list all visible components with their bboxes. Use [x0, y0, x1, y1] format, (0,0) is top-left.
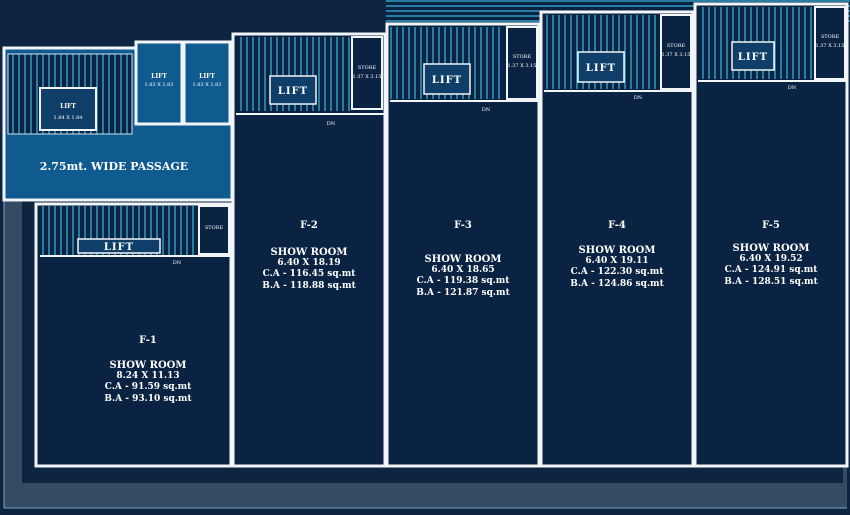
lift-c-label: LIFT [199, 73, 215, 80]
f2-store-label: STORE [358, 65, 377, 71]
f2-id: F-2 [300, 220, 318, 231]
f3-dn-label: DN [482, 107, 491, 113]
f5-dn-label: DN [788, 85, 797, 91]
f5-store-label: STORE [821, 34, 840, 40]
f1-store [198, 205, 230, 255]
passage [6, 136, 230, 198]
f4-id: F-4 [608, 220, 626, 231]
f1-dn-label: DN [173, 260, 182, 266]
f5-lift-label: LIFT [738, 52, 768, 63]
f3-store-size: 1.37 X 3.15 [507, 63, 536, 69]
f1-ca: C.A - 91.59 sq.mt [105, 382, 192, 392]
f3-lift-label: LIFT [432, 75, 462, 86]
f1-id: F-1 [139, 335, 157, 346]
f3-dims: 6.40 X 18.65 [431, 265, 494, 275]
f4-ca: C.A - 122.30 sq.mt [571, 267, 665, 277]
f2-dims: 6.40 X 18.19 [277, 258, 340, 268]
f4-store-size: 1.37 X 3.15 [661, 52, 690, 58]
f1-ba: B.A - 93.10 sq.mt [104, 394, 192, 404]
lift-a-box [39, 87, 97, 131]
lift-b-size: 1.83 X 1.83 [144, 82, 173, 88]
f1-store-label: STORE [205, 225, 224, 231]
f4-store-label: STORE [667, 43, 686, 49]
f2-store-size: 1.37 X 3.15 [352, 74, 381, 80]
f2-ba: B.A - 118.88 sq.mt [262, 281, 356, 291]
f5-store [814, 6, 846, 80]
lift-b-box [134, 40, 184, 126]
f2-type: SHOW ROOM [271, 247, 348, 258]
f4-lift-box [577, 51, 625, 83]
f4-type: SHOW ROOM [579, 245, 656, 256]
f3-store-label: STORE [513, 54, 532, 60]
f2-lift-box [269, 75, 317, 105]
lift-c-size: 1.83 X 1.83 [192, 82, 221, 88]
f4-lift-label: LIFT [586, 63, 616, 74]
lift-b-label: LIFT [151, 73, 167, 80]
f3-ba: B.A - 121.87 sq.mt [416, 288, 510, 298]
lift-a-size: 1.84 X 1.84 [53, 115, 82, 121]
f3-store [506, 26, 538, 100]
f4-dims: 6.40 X 19.11 [585, 256, 648, 266]
f5-id: F-5 [762, 220, 780, 231]
f3-ca: C.A - 119.38 sq.mt [417, 276, 511, 286]
f3-type: SHOW ROOM [425, 254, 502, 265]
f4-store [660, 14, 692, 90]
f5-ca: C.A - 124.91 sq.mt [725, 265, 819, 275]
lift-a-label: LIFT [60, 103, 76, 110]
f5-type: SHOW ROOM [733, 243, 810, 254]
f5-lift-box [731, 41, 775, 71]
f5-store-size: 1.37 X 3.15 [815, 43, 844, 49]
lift-c-box [182, 40, 232, 126]
f5-dims: 6.40 X 19.52 [739, 254, 802, 264]
f4-dn-label: DN [634, 95, 643, 101]
f1-dims: 8.24 X 11.13 [116, 371, 179, 381]
f2-store [351, 36, 383, 110]
f1-lift-box [77, 238, 161, 254]
f2-lift-label: LIFT [278, 86, 308, 97]
f4-ba: B.A - 124.86 sq.mt [570, 279, 664, 289]
f5-ba: B.A - 128.51 sq.mt [724, 277, 818, 287]
f3-lift-box [423, 63, 471, 95]
f3-id: F-3 [454, 220, 472, 231]
passage-label: 2.75mt. WIDE PASSAGE [40, 160, 188, 173]
f1-type: SHOW ROOM [110, 360, 187, 371]
f2-dn-label: DN [327, 121, 336, 127]
f1-lift-label: LIFT [104, 242, 134, 253]
f2-ca: C.A - 116.45 sq.mt [263, 269, 357, 279]
